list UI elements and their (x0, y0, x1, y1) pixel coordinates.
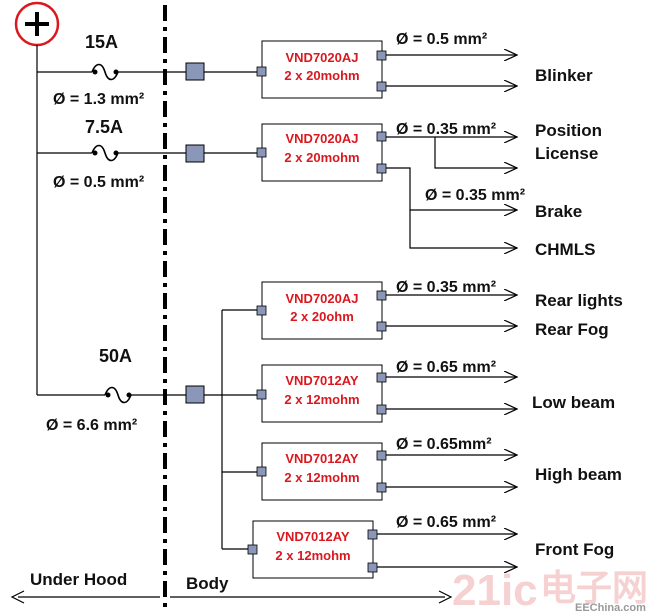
load-label-position: Position (535, 121, 602, 140)
fuse-rating: 7.5A (85, 117, 123, 137)
chip-1: VND7020AJ 2 x 20mohm (256, 40, 387, 99)
chip-spec: 2 x 20mohm (284, 68, 359, 83)
watermark-logo: 21ic 电子网 EEChina.com (452, 566, 648, 615)
chip-part: VND7012AY (285, 451, 359, 466)
load-label-front-fog: Front Fog (535, 540, 614, 559)
fuse-icon (104, 386, 132, 404)
chip-5: VND7012AY 2 x 12mohm (256, 442, 387, 501)
svg-text:21ic: 21ic (452, 566, 538, 615)
chip-part: VND7012AY (285, 373, 359, 388)
wire-gauge: Ø = 0.35 mm² (425, 187, 525, 204)
load-label-chmls: CHMLS (535, 240, 595, 259)
chip-spec: 2 x 12mohm (284, 470, 359, 485)
connector-icon (185, 385, 205, 404)
battery-positive-icon (14, 1, 60, 47)
chip-2: VND7020AJ 2 x 20mohm (256, 123, 387, 182)
fuse-rating: 15A (85, 32, 118, 52)
load-label-blinker: Blinker (535, 66, 593, 85)
fuse-wire-gauge: Ø = 0.5 mm² (53, 174, 144, 191)
connector-icon (185, 144, 205, 163)
chip-3: VND7020AJ 2 x 20ohm (256, 281, 387, 340)
section-label-body: Body (186, 574, 229, 593)
load-label-high-beam: High beam (535, 465, 622, 484)
fuse-rating: 50A (99, 346, 132, 366)
chip-part: VND7020AJ (286, 50, 359, 65)
distribution-bus-50a (221, 309, 258, 550)
wire-gauge: Ø = 0.5 mm² (396, 31, 487, 48)
chip-spec: 2 x 20mohm (284, 150, 359, 165)
wire-gauge: Ø = 0.65 mm² (396, 514, 496, 531)
load-label-rear-lights: Rear lights (535, 291, 623, 310)
chip-spec: 2 x 20ohm (290, 309, 354, 324)
chip-spec: 2 x 12mohm (284, 392, 359, 407)
chip-spec: 2 x 12mohm (275, 548, 350, 563)
fuse-wire-gauge: Ø = 1.3 mm² (53, 91, 144, 108)
load-label-low-beam: Low beam (532, 393, 615, 412)
wire-gauge: Ø = 0.35 mm² (396, 121, 496, 138)
wire-gauge: Ø = 0.65mm² (396, 436, 492, 453)
svg-text:电子网: 电子网 (540, 567, 648, 608)
chip-4: VND7012AY 2 x 12mohm (256, 364, 387, 423)
chip-part: VND7020AJ (286, 291, 359, 306)
load-label-license: License (535, 144, 598, 163)
chip-part: VND7020AJ (286, 131, 359, 146)
chip-6: VND7012AY 2 x 12mohm (247, 520, 378, 579)
section-arrows (10, 590, 453, 604)
fuse-branch-15a (37, 62, 258, 81)
fuse-icon (91, 63, 119, 81)
load-label-brake: Brake (535, 202, 582, 221)
fuse-wire-gauge: Ø = 6.6 mm² (46, 417, 137, 434)
fuse-branch-7.5a (37, 144, 258, 163)
load-label-rear-fog: Rear Fog (535, 320, 609, 339)
output-wires (377, 55, 517, 567)
section-label-under-hood: Under Hood (30, 570, 127, 589)
svg-text:EEChina.com: EEChina.com (575, 602, 646, 614)
wire-gauge: Ø = 0.65 mm² (396, 359, 496, 376)
connector-icon (185, 62, 205, 81)
fuse-icon (91, 144, 119, 162)
wire-gauge: Ø = 0.35 mm² (396, 279, 496, 296)
chip-part: VND7012AY (276, 529, 350, 544)
fuse-branch-50a (37, 385, 222, 404)
